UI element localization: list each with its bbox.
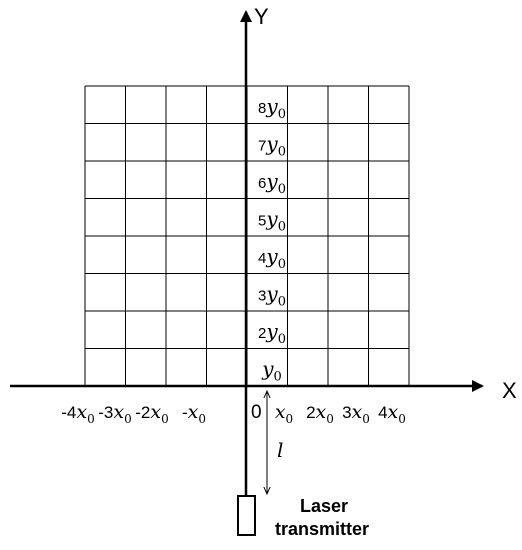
laser-label-line2: transmitter: [275, 519, 369, 539]
y-tick-label: 7y0: [258, 132, 286, 160]
laser-label-line1: Laser: [300, 496, 348, 516]
y-tick-label: 8y0: [258, 94, 286, 122]
y-tick-label: 2y0: [258, 319, 286, 347]
y-tick-label: 5y0: [258, 207, 286, 235]
origin-label: 0: [251, 402, 262, 423]
x-tick-labels: -4x0-3x0-2x0 -x0 x0 2x0 3x0 4x0: [61, 401, 406, 426]
x-axis-label: X: [502, 378, 517, 403]
x-tick-label: -x0: [182, 401, 206, 426]
distance-label: l: [277, 438, 283, 462]
y-axis-label: Y: [254, 4, 269, 29]
y-tick-label: 6y0: [258, 169, 286, 197]
laser-transmitter-box: [237, 495, 256, 536]
x-tick-label: -4x0: [61, 401, 94, 426]
x-tick-label: x0: [275, 401, 293, 426]
y-tick-labels: y0 2y0 3y0 4y0 5y0 6y0 7y0 8y0: [258, 94, 286, 385]
y-tick-label: 4y0: [258, 244, 286, 272]
x-tick-label: -3x0: [98, 401, 131, 426]
x-tick-label: 3x0: [342, 401, 370, 426]
x-tick-label: 2x0: [306, 401, 334, 426]
y-tick-label: 3y0: [258, 282, 286, 310]
x-tick-label: -2x0: [135, 401, 168, 426]
y-tick-label: y0: [261, 357, 282, 385]
x-tick-label: 4x0: [378, 401, 406, 426]
